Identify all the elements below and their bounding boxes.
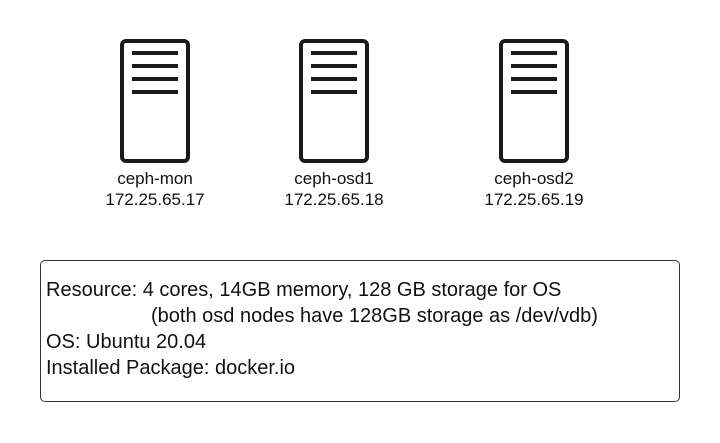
server-name: ceph-osd2 xyxy=(494,169,574,188)
resource-text: Resource: 4 cores, 14GB memory, 128 GB s… xyxy=(46,279,562,301)
server-icon xyxy=(498,38,570,164)
info-box: Resource: 4 cores, 14GB memory, 128 GB s… xyxy=(40,260,680,402)
os-text: OS: Ubuntu 20.04 xyxy=(46,331,207,353)
package-text: Installed Package: docker.io xyxy=(46,357,296,379)
server-icon xyxy=(298,38,370,164)
server-ip: 172.25.65.18 xyxy=(284,190,384,209)
server-ip: 172.25.65.17 xyxy=(105,190,205,209)
server-icon xyxy=(119,38,191,164)
server-name: ceph-osd1 xyxy=(294,169,374,188)
server-ip: 172.25.65.19 xyxy=(484,190,584,209)
storage-note-text: (both osd nodes have 128GB storage as /d… xyxy=(151,305,598,327)
server-label: ceph-osd1 172.25.65.18 xyxy=(254,168,414,210)
server-label: ceph-mon 172.25.65.17 xyxy=(75,168,235,210)
server-name: ceph-mon xyxy=(117,169,193,188)
server-label: ceph-osd2 172.25.65.19 xyxy=(454,168,614,210)
